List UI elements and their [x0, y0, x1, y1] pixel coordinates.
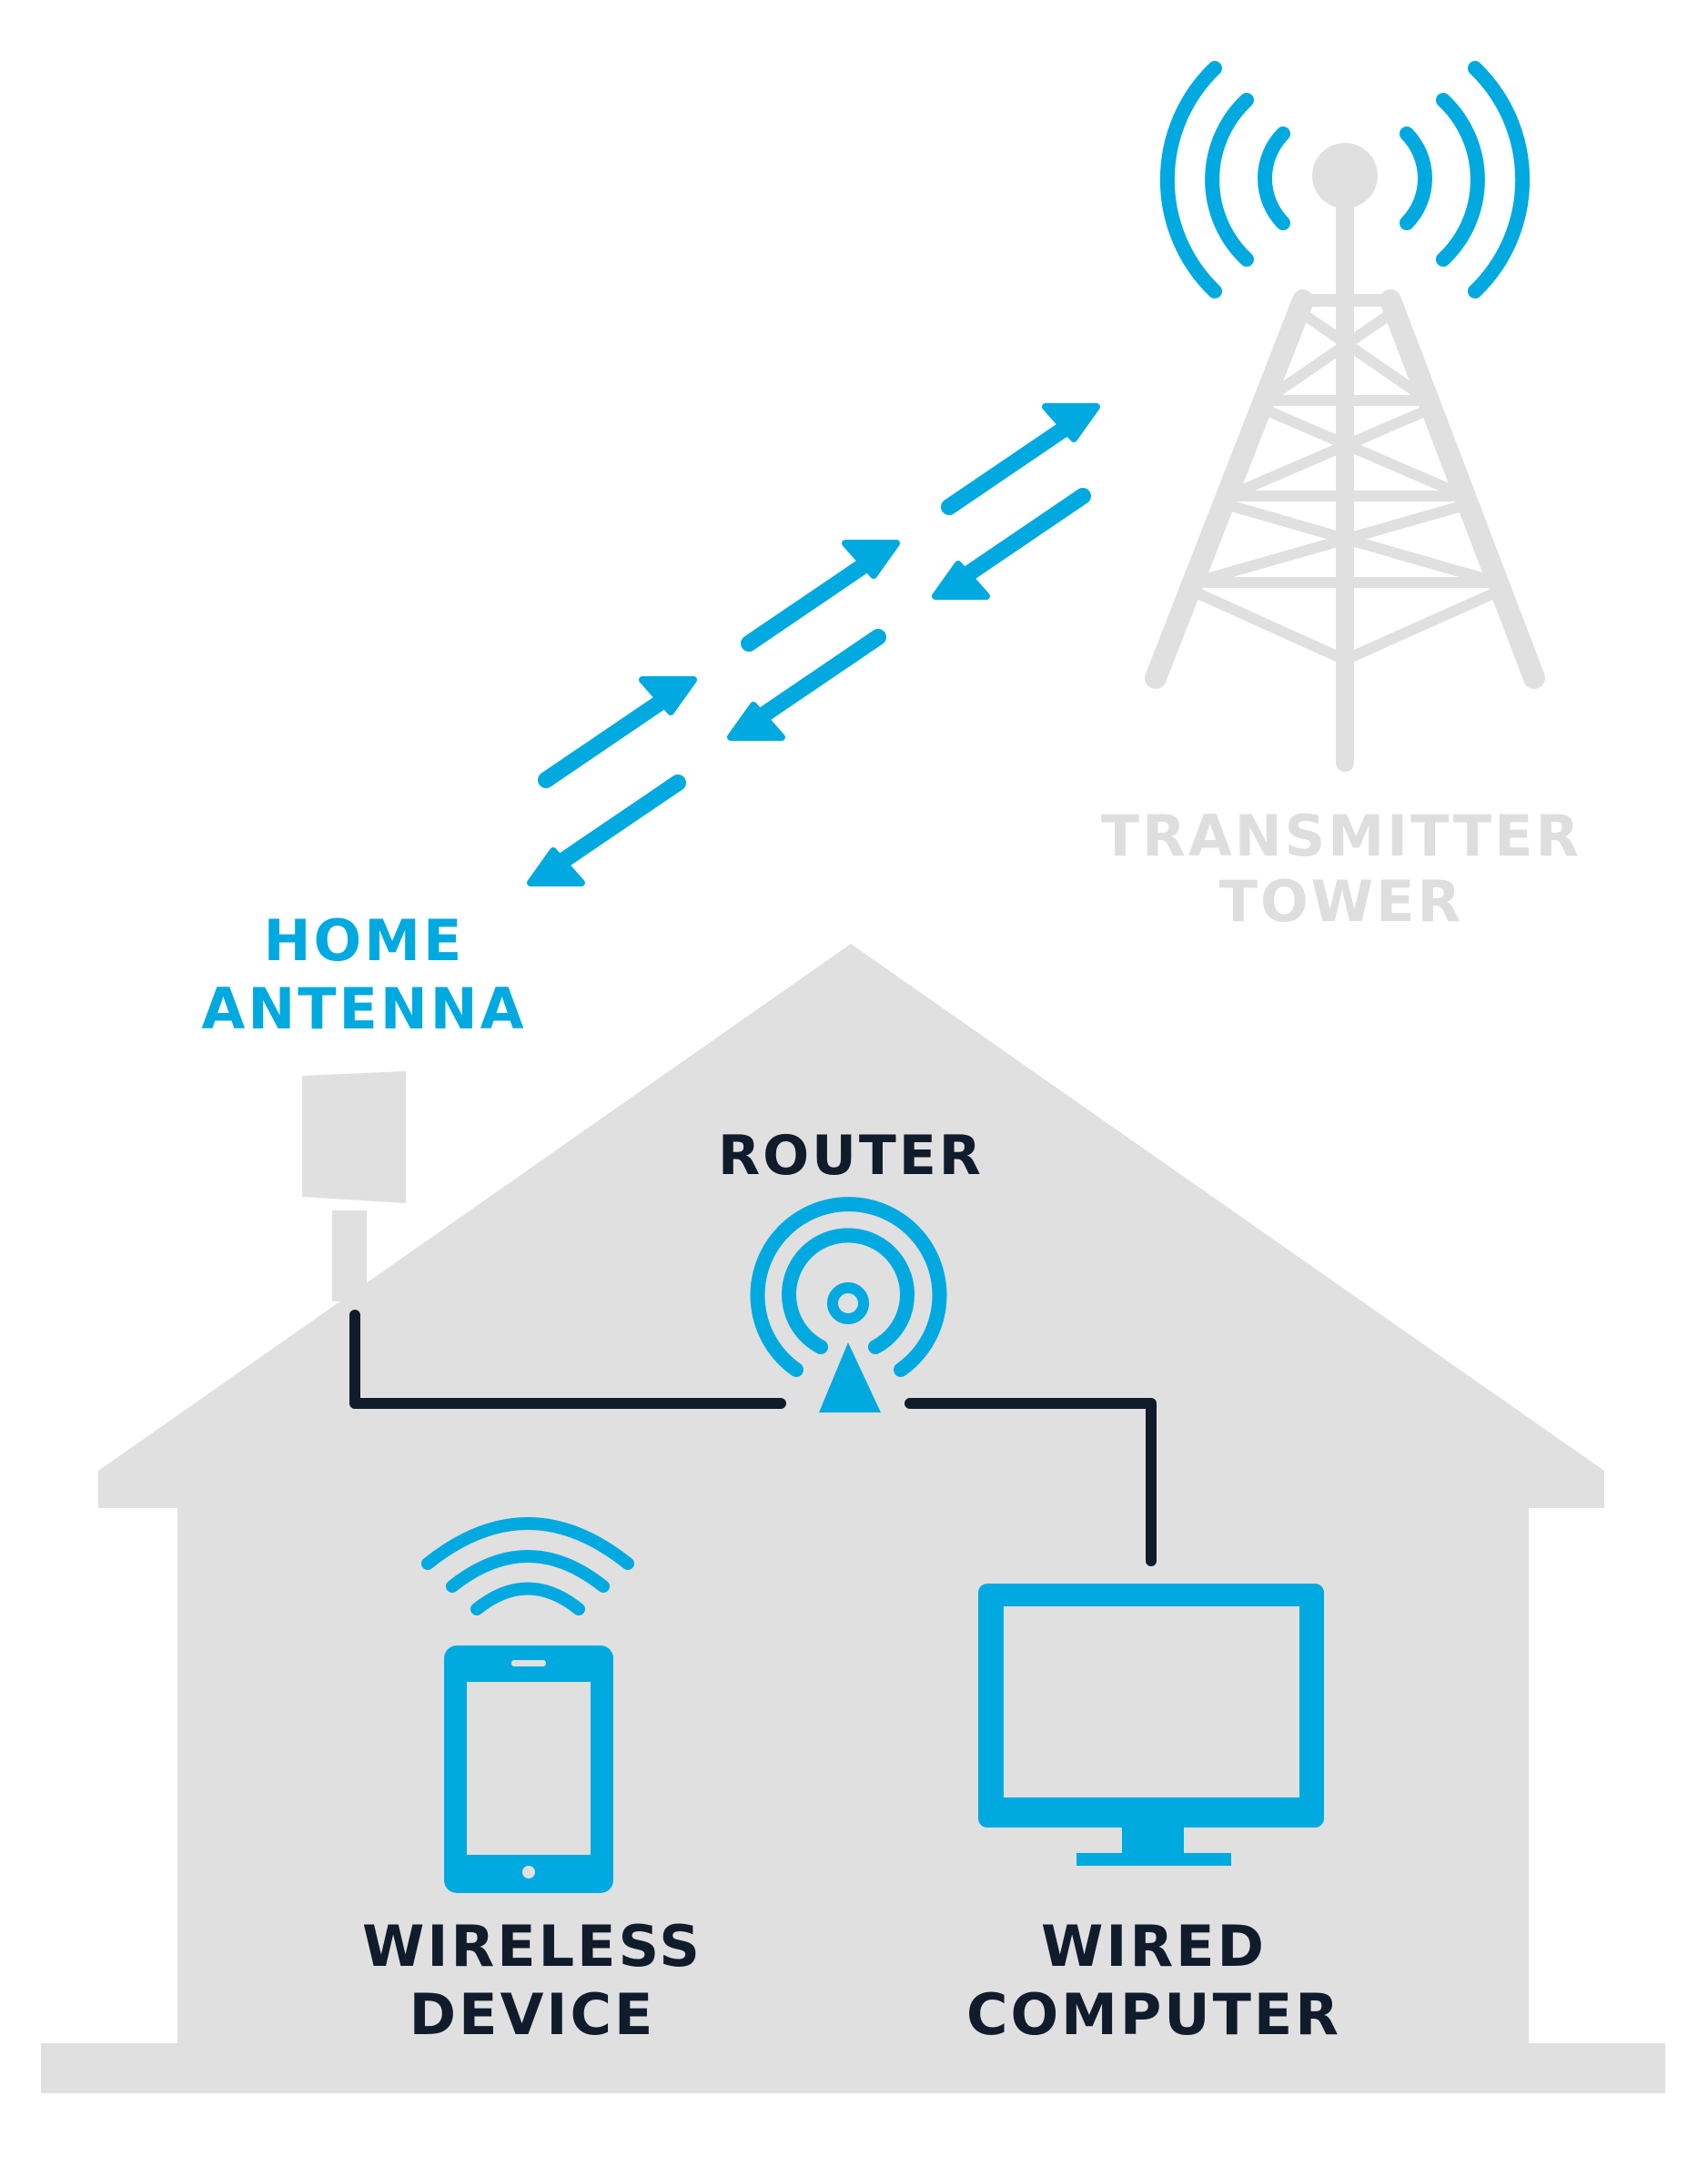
- router-broadcast-icon: [750, 1197, 947, 1413]
- house-silhouette: [41, 944, 1665, 2093]
- label-wired-computer-line2: COMPUTER: [966, 1981, 1341, 2048]
- label-wired-computer: WIRED COMPUTER: [966, 1913, 1341, 2048]
- smartphone-icon: [444, 1645, 613, 1893]
- arrow-down-left: [932, 488, 1091, 600]
- label-home-antenna-line2: ANTENNA: [201, 976, 526, 1042]
- arrow-up-right: [538, 676, 697, 788]
- tower-signal-waves-icon: [1159, 61, 1531, 299]
- panel-antenna-icon: [302, 1071, 406, 1203]
- label-wireless-device: WIRELESS DEVICE: [362, 1913, 702, 2048]
- arrow-down-left: [727, 629, 886, 741]
- transmitter-tower-icon: [1145, 143, 1545, 772]
- arrow-down-left: [527, 775, 686, 886]
- signal-arrows: [527, 403, 1100, 886]
- computer-cable: [905, 1398, 1157, 1566]
- label-transmitter-tower: TRANSMITTER TOWER: [1101, 803, 1582, 935]
- network-cables: [349, 1310, 1157, 1566]
- label-wireless-device-line2: DEVICE: [409, 1981, 656, 2048]
- arrow-up-right: [941, 403, 1100, 515]
- label-router: ROUTER: [718, 1124, 984, 1188]
- label-transmitter-tower-line1: TRANSMITTER: [1101, 803, 1582, 869]
- label-home-antenna-line1: HOME: [264, 907, 465, 974]
- label-transmitter-tower-line2: TOWER: [1219, 868, 1463, 935]
- label-wired-computer-line1: WIRED: [1041, 1913, 1267, 1980]
- house-ground: [41, 2043, 1665, 2093]
- antenna-cable: [349, 1310, 786, 1409]
- label-wireless-device-line1: WIRELESS: [362, 1913, 702, 1980]
- label-home-antenna: HOME ANTENNA: [201, 907, 526, 1042]
- arrow-up-right: [741, 540, 900, 652]
- monitor-icon: [978, 1584, 1324, 1866]
- chimney: [332, 1210, 367, 1301]
- wifi-signal-icon: [421, 1517, 634, 1615]
